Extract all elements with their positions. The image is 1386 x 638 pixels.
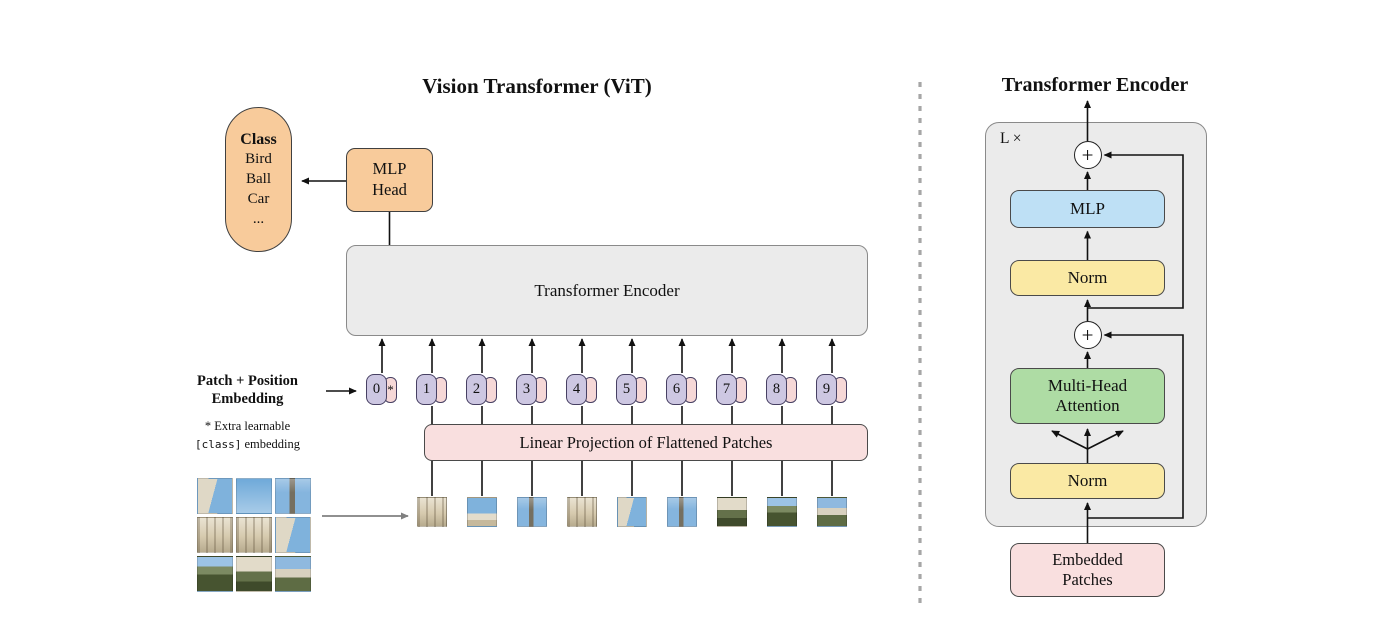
patch-position-line2: Embedding [211, 391, 284, 408]
token-3: 3 [516, 374, 547, 405]
layer-count-label: L × [1000, 130, 1022, 147]
token-number: 4 [566, 374, 587, 405]
mha-label-line2: Attention [1055, 396, 1120, 415]
class-item: ... [252, 210, 265, 227]
image-grid-cell [275, 478, 311, 514]
image-grid-cell [275, 556, 311, 592]
right-diagram-arrows [1051, 100, 1184, 543]
token-2: 2 [466, 374, 497, 405]
mlp-label: MLP [1070, 198, 1105, 218]
token-1: 1 [416, 374, 447, 405]
class-output-box: Class Bird Ball Car ... [225, 107, 292, 252]
token-number: 8 [766, 374, 787, 405]
add-icon: + [1073, 141, 1102, 169]
norm-box-lower: Norm [1010, 463, 1165, 499]
transformer-encoder-box: Transformer Encoder [346, 245, 868, 336]
image-patch [767, 497, 797, 527]
token-4: 4 [566, 374, 597, 405]
mha-label-line1: Multi-Head [1047, 375, 1128, 395]
image-grid-cell [197, 478, 233, 514]
image-grid-cell [236, 556, 272, 592]
norm-label: Norm [1067, 267, 1108, 287]
patch-position-embedding-label: Patch + Position Embedding [175, 372, 320, 408]
class-label: Class [240, 131, 277, 149]
mlp-head-box: MLP Head [346, 148, 433, 212]
norm-label: Norm [1067, 470, 1108, 490]
image-patch [467, 497, 497, 527]
image-grid-cell [197, 556, 233, 592]
image-grid-cell [236, 478, 272, 514]
image-grid-cell [197, 517, 233, 553]
add-icon: + [1073, 321, 1102, 349]
transformer-encoder-label: Transformer Encoder [534, 280, 680, 300]
token-number: 5 [616, 374, 637, 405]
note-line2-text: embedding [244, 436, 301, 451]
class-item: Ball [246, 171, 271, 188]
embedded-patches-line1: Embedded [1052, 550, 1123, 570]
note-line1: * Extra learnable [204, 419, 291, 433]
token-number: 0 [366, 374, 387, 405]
image-patch [567, 497, 597, 527]
mlp-head-label-line2: Head [372, 180, 407, 199]
token-0-class: 0 * [366, 374, 397, 405]
linear-projection-box: Linear Projection of Flattened Patches [424, 424, 868, 461]
left-diagram-title: Vision Transformer (ViT) [422, 74, 652, 98]
image-grid-cell [236, 517, 272, 553]
token-5: 5 [616, 374, 647, 405]
token-number: 1 [416, 374, 437, 405]
token-number: 9 [816, 374, 837, 405]
mlp-box: MLP [1010, 190, 1165, 228]
image-patch [517, 497, 547, 527]
embedded-patches-line2: Patches [1062, 570, 1113, 589]
linear-projection-label: Linear Projection of Flattened Patches [519, 432, 773, 452]
image-patch [617, 497, 647, 527]
token-number: 6 [666, 374, 687, 405]
class-item: Car [247, 191, 270, 208]
token-number: 3 [516, 374, 537, 405]
norm-box-upper: Norm [1010, 260, 1165, 296]
right-diagram-title: Transformer Encoder [1001, 74, 1189, 96]
token-number: 2 [466, 374, 487, 405]
token-7: 7 [716, 374, 747, 405]
image-patch [417, 497, 447, 527]
patch-position-line1: Patch + Position [197, 373, 298, 389]
token-6: 6 [666, 374, 697, 405]
image-patch [717, 497, 747, 527]
image-grid-cell [275, 517, 311, 553]
token-9: 9 [816, 374, 847, 405]
class-item: Bird [245, 151, 272, 168]
mlp-head-label-line1: MLP [372, 159, 407, 179]
multi-head-attention-box: Multi-Head Attention [1010, 368, 1165, 424]
embedded-patches-box: Embedded Patches [1010, 543, 1165, 597]
image-patch [817, 497, 847, 527]
image-patch [667, 497, 697, 527]
token-8: 8 [766, 374, 797, 405]
note-line2: [class] embedding [165, 436, 330, 454]
class-embedding-note: * Extra learnable [class] embedding [165, 418, 330, 453]
class-token-code: [class] [194, 437, 242, 451]
left-diagram-arrows [301, 177, 836, 496]
token-number: 7 [716, 374, 737, 405]
input-image-grid [197, 478, 311, 592]
